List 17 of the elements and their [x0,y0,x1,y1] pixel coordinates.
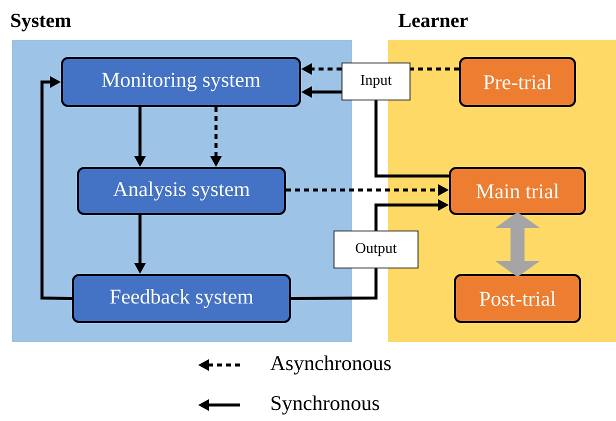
system-box: Monitoring system [61,57,301,107]
legend-text: Synchronous [272,395,380,415]
system-box: Feedback system [72,274,291,323]
panel-heading: Learner [398,14,468,28]
legend-text: Asynchronous [270,355,391,375]
arrow [40,76,72,300]
system-box: Analysis system [77,167,286,215]
trial-box: Pre-trial [459,57,576,107]
signal-label: Output [334,230,418,268]
trial-box: Main trial [449,167,586,215]
connector-line [374,100,449,178]
double-arrow [495,212,540,277]
trial-box: Post-trial [454,274,581,323]
panel-heading: System [11,14,71,32]
signal-label: Input [342,62,410,100]
connector-line [291,268,378,300]
connector-line [410,68,459,70]
